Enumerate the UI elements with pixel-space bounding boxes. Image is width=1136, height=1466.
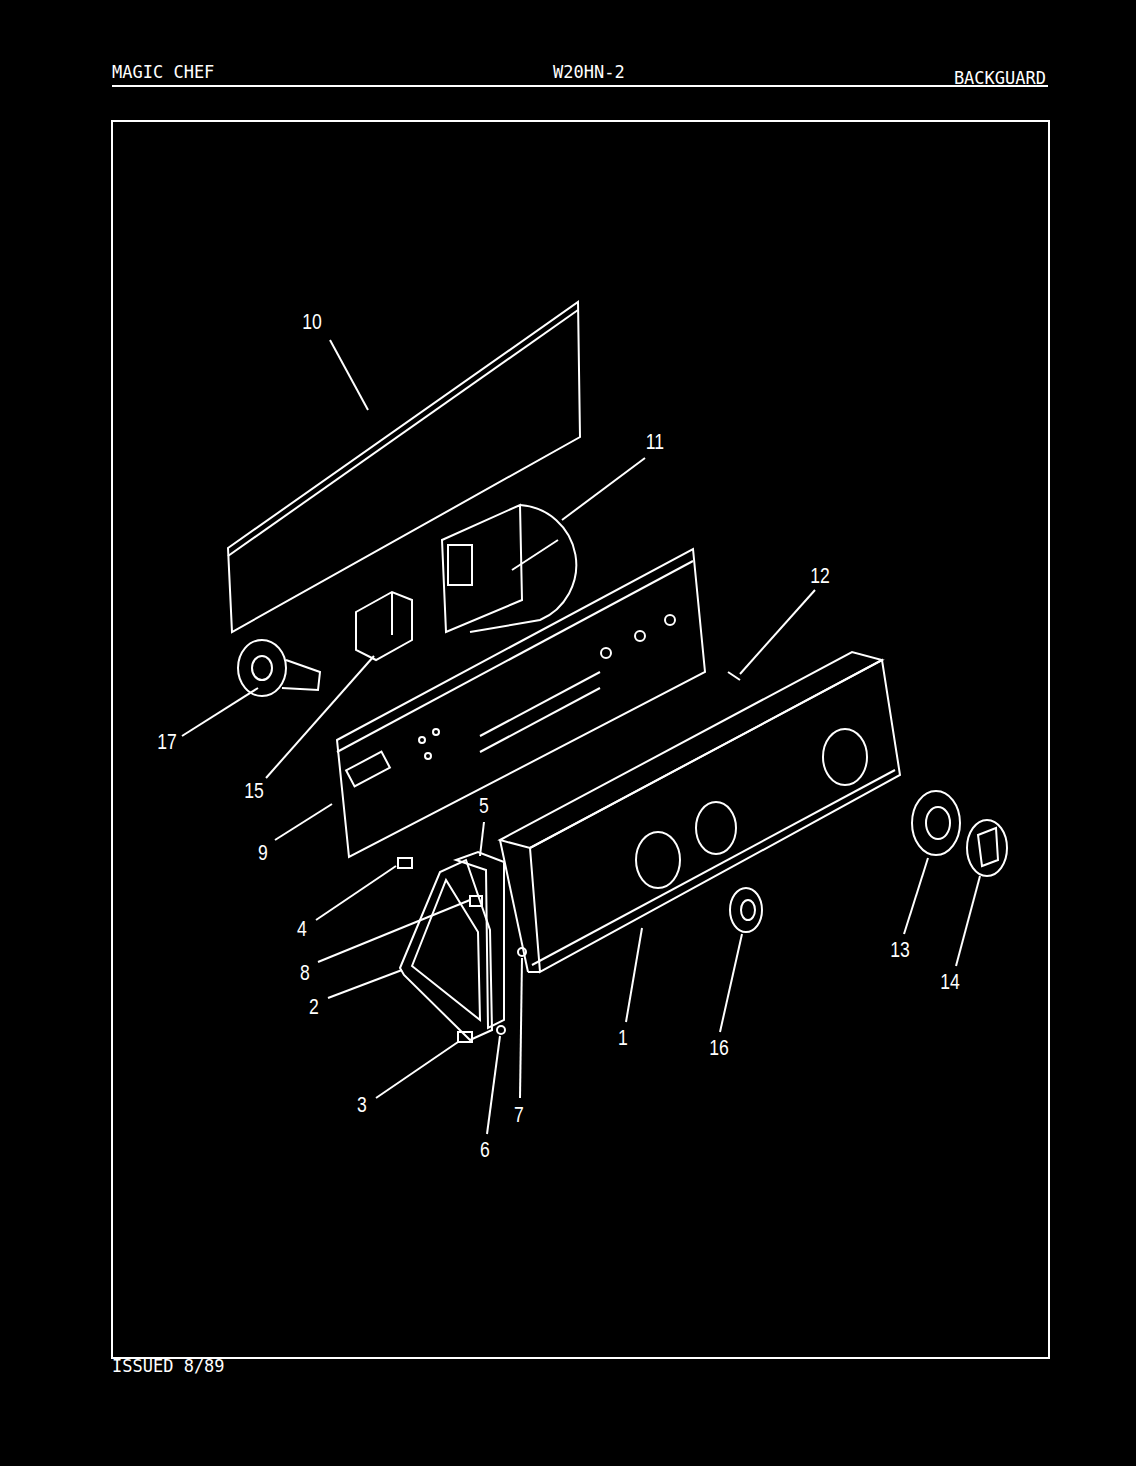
- callout-number: 9: [258, 842, 268, 864]
- callout-number: 7: [514, 1104, 524, 1126]
- callout-number: 13: [890, 939, 910, 961]
- callout-number: 17: [157, 731, 177, 753]
- callout-number: 15: [244, 780, 264, 802]
- callout-number: 16: [709, 1037, 729, 1059]
- callout-number: 14: [940, 971, 960, 993]
- header-text: MAGIC CHEF: [112, 64, 214, 81]
- callout-number: 11: [646, 431, 664, 453]
- header-text: ISSUED 8/89: [112, 1358, 225, 1375]
- header-text: BACKGUARD: [954, 70, 1046, 87]
- callout-number: 12: [810, 565, 830, 587]
- header-text: W20HN-2: [553, 64, 625, 81]
- callout-number: 4: [297, 918, 307, 940]
- callout-number: 2: [309, 996, 319, 1018]
- callout-number: 1: [618, 1027, 628, 1049]
- callout-number: 5: [479, 795, 489, 817]
- callout-number: 6: [480, 1139, 490, 1161]
- callout-number: 3: [357, 1094, 367, 1116]
- callout-number: 10: [302, 311, 322, 333]
- callout-number: 8: [300, 962, 310, 984]
